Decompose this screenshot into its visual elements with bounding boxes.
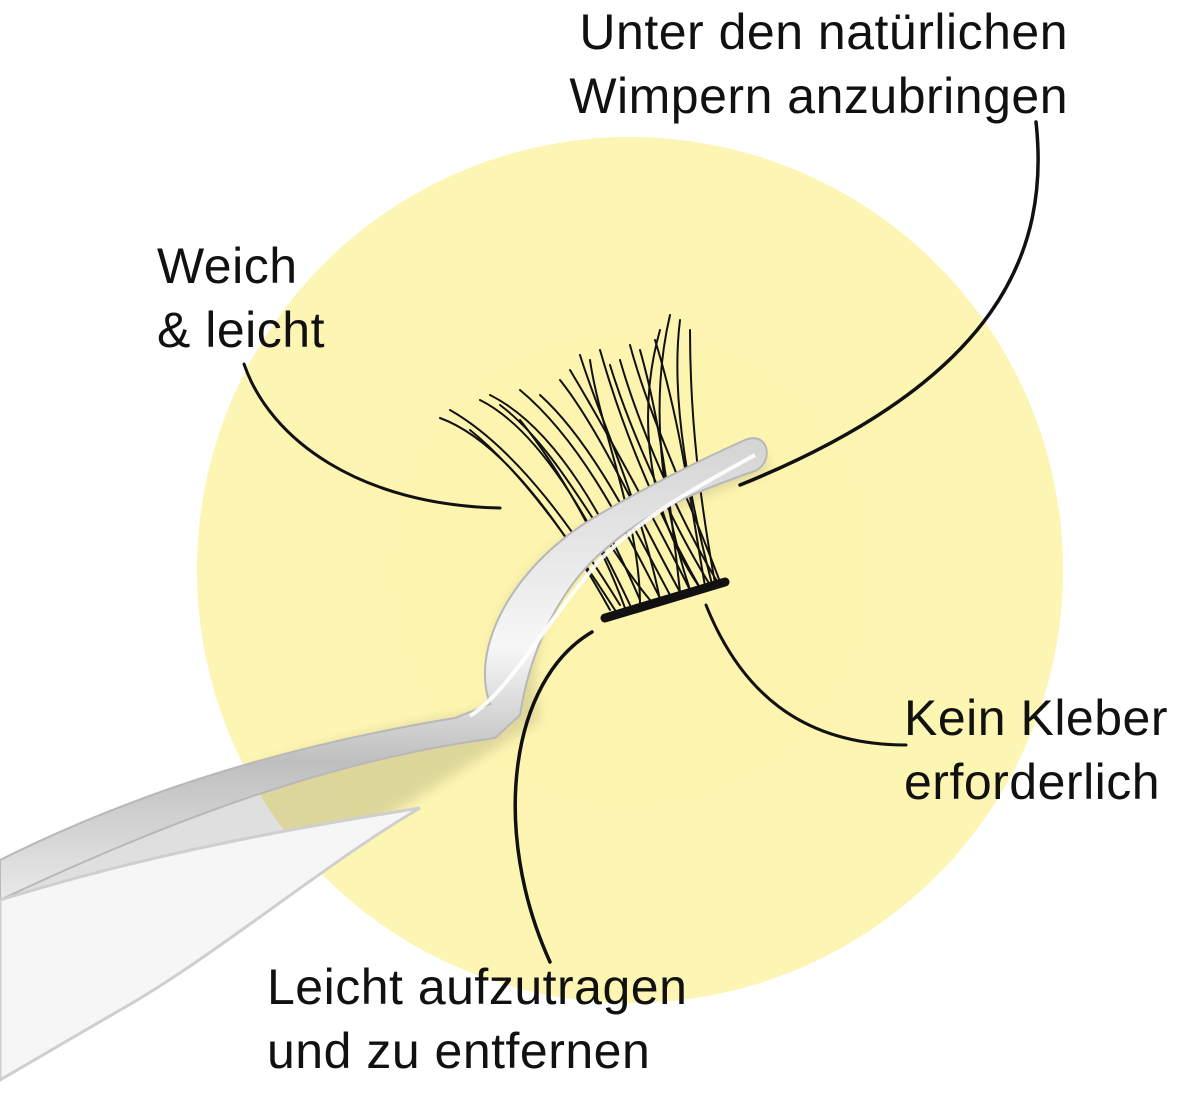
- callout-line-left: [242, 362, 502, 510]
- callout-text-line: erforderlich: [904, 754, 1161, 810]
- callout-text-line: und zu entfernen: [267, 1023, 651, 1079]
- callout-text-line: Kein Kleber: [904, 690, 1168, 746]
- callout-easy-apply-remove: Leicht aufzutragen und zu entfernen: [267, 955, 687, 1083]
- callout-lines: [242, 120, 1040, 964]
- callout-line-bottom: [513, 630, 594, 964]
- callout-text-line: & leicht: [157, 302, 325, 358]
- callout-under-natural-lashes: Unter den natürlichen Wimpern anzubringe…: [569, 0, 1068, 128]
- lash-cluster-icon: [439, 314, 730, 623]
- tweezers-icon: [0, 437, 768, 1082]
- callout-no-glue: Kein Kleber erforderlich: [904, 686, 1168, 814]
- callout-text-line: Wimpern anzubringen: [569, 68, 1068, 124]
- callout-text-line: Unter den natürlichen: [579, 4, 1068, 60]
- accent-circle: [197, 137, 1063, 1003]
- callout-text-line: Leicht aufzutragen: [267, 959, 688, 1015]
- callout-text-line: Weich: [157, 238, 298, 294]
- callout-soft-light: Weich & leicht: [157, 234, 325, 362]
- callout-line-right: [704, 603, 908, 747]
- callout-line-top: [738, 120, 1040, 487]
